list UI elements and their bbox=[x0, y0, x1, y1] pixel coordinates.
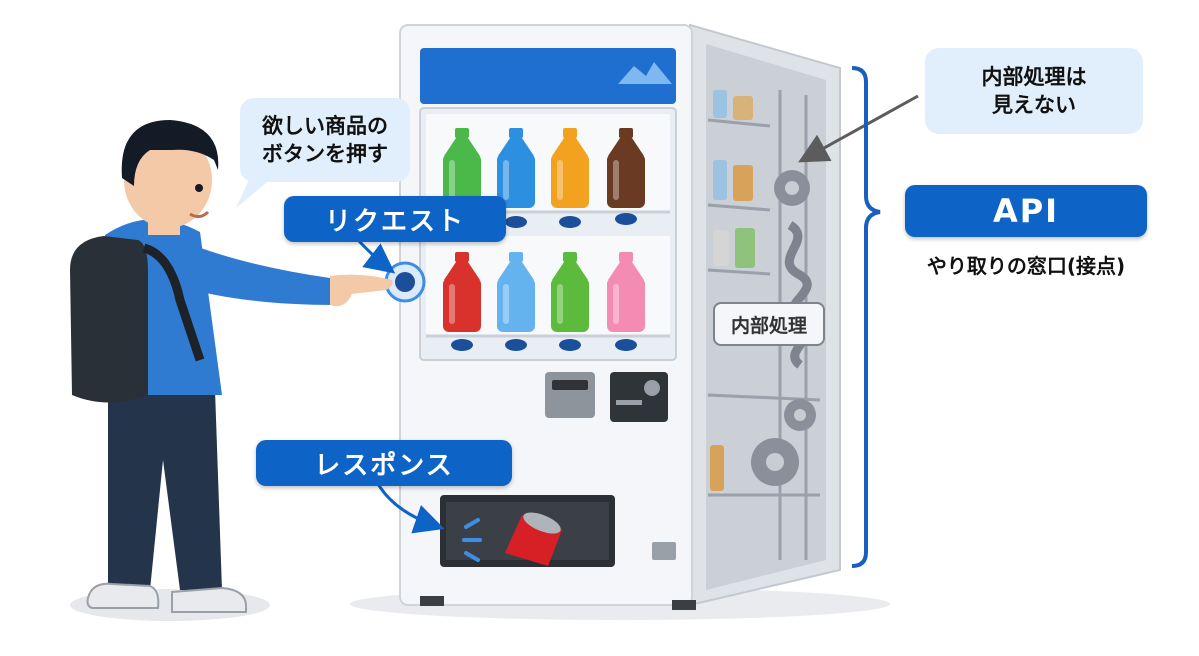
red-bottle bbox=[443, 252, 481, 332]
lightblue-bottle bbox=[497, 252, 535, 332]
soda-can bbox=[505, 512, 562, 566]
pink-bottle bbox=[607, 252, 645, 332]
machine-header-panel bbox=[420, 48, 676, 104]
brown-bottle bbox=[607, 128, 645, 208]
green-bottle bbox=[443, 128, 481, 208]
api-text: API bbox=[992, 192, 1060, 230]
internal-process-text: 内部処理 bbox=[730, 314, 807, 337]
vending-machine bbox=[384, 23, 841, 610]
response-arrow bbox=[376, 483, 445, 534]
card-reader bbox=[610, 372, 668, 422]
request-arrow bbox=[356, 238, 396, 274]
backpack bbox=[70, 236, 148, 403]
person bbox=[70, 120, 393, 613]
api-bracket bbox=[851, 66, 881, 568]
response-text: レスポンス bbox=[314, 450, 454, 481]
speech-line-2: ボタンを押す bbox=[262, 142, 388, 166]
hidden-line-2: 見えない bbox=[992, 93, 1076, 117]
internal-process-label: 内部処理 bbox=[713, 302, 825, 346]
api-label: API bbox=[905, 185, 1147, 237]
bill-slot bbox=[545, 372, 595, 418]
green-bottle bbox=[551, 252, 589, 332]
api-subtitle: やり取りの窓口(接点) bbox=[895, 246, 1157, 282]
gear-icon bbox=[751, 170, 816, 486]
blue-bottle bbox=[497, 128, 535, 208]
request-label: リクエスト bbox=[284, 196, 506, 242]
orange-bottle bbox=[551, 128, 589, 208]
hidden-arrow bbox=[798, 94, 919, 163]
hidden-bubble: 内部処理は 見えない bbox=[925, 48, 1143, 134]
request-text: リクエスト bbox=[324, 206, 465, 237]
response-label: レスポンス bbox=[256, 440, 512, 486]
speech-bubble: 欲しい商品の ボタンを押す bbox=[240, 98, 410, 182]
speech-line-1: 欲しい商品の bbox=[262, 113, 388, 138]
hidden-line-1: 内部処理は bbox=[981, 64, 1087, 89]
api-subtitle-text: やり取りの窓口(接点) bbox=[926, 253, 1126, 278]
coin-return bbox=[652, 542, 676, 560]
